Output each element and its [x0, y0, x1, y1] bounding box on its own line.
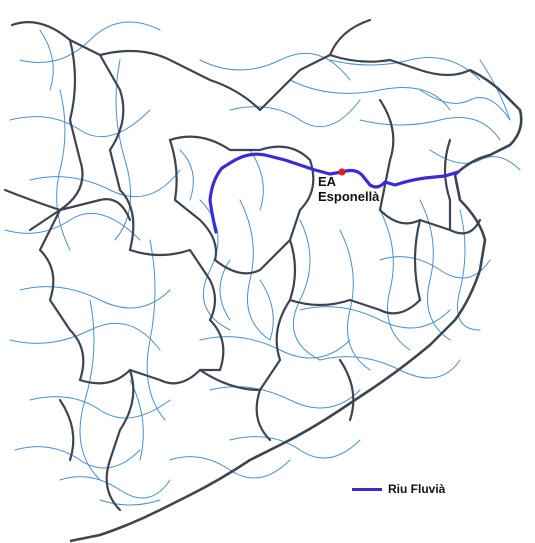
station-label-line2: Esponellà [318, 189, 380, 204]
station-label-line1: EA [318, 174, 337, 189]
legend-river-label: Riu Fluvià [388, 482, 446, 496]
legend: Riu Fluvià [352, 482, 445, 496]
coastline [69, 68, 523, 543]
station-marker [338, 168, 346, 176]
station-label: EA Esponellà [318, 174, 379, 204]
fluvia-river [208, 152, 460, 234]
legend-river-swatch [352, 487, 382, 491]
basin-boundaries [3, 18, 482, 512]
stream-network [4, 21, 521, 506]
